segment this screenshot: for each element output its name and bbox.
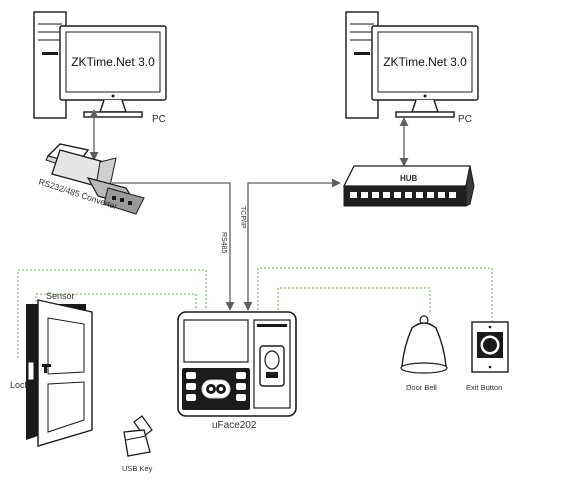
uface202-terminal <box>177 311 297 417</box>
network-hub: HUB <box>342 165 475 207</box>
lock-label: Lock <box>10 380 30 390</box>
door <box>26 299 93 447</box>
usb-key <box>123 415 153 457</box>
terminal-label: uFace202 <box>212 420 257 431</box>
pc-right: ZKTime.Net 3.0 PC <box>345 11 479 125</box>
pc-right-screen-text: ZKTime.Net 3.0 <box>383 55 467 69</box>
door-bell <box>400 315 448 374</box>
pc-left-monitor: ZKTime.Net 3.0 <box>59 25 167 118</box>
sensor-label: Sensor <box>46 291 75 301</box>
exit-button-label: Exit Button <box>466 383 502 392</box>
pc-right-monitor: ZKTime.Net 3.0 <box>371 25 479 118</box>
rs485-link <box>112 182 235 311</box>
rs485-label: RS485 <box>220 232 227 254</box>
rs232-485-converter <box>45 143 145 215</box>
tcpip-label: TCP/IP <box>239 206 246 229</box>
exit-button: EXIT <box>471 321 509 373</box>
hub-ports <box>350 192 456 198</box>
pc-left-label: PC <box>152 114 166 125</box>
hub-label: HUB <box>400 174 418 183</box>
pc-left: ZKTime.Net 3.0 PC <box>33 11 167 125</box>
tcpip-link <box>243 178 341 311</box>
dotted-wires <box>17 267 493 358</box>
exit-button-face-text: EXIT <box>486 361 495 366</box>
usb-key-label: USB Key <box>122 464 153 473</box>
keypad <box>186 372 246 401</box>
pc-right-label: PC <box>458 114 472 125</box>
door-bell-label: Door Bell <box>406 383 437 392</box>
pc-left-screen-text: ZKTime.Net 3.0 <box>71 55 155 69</box>
